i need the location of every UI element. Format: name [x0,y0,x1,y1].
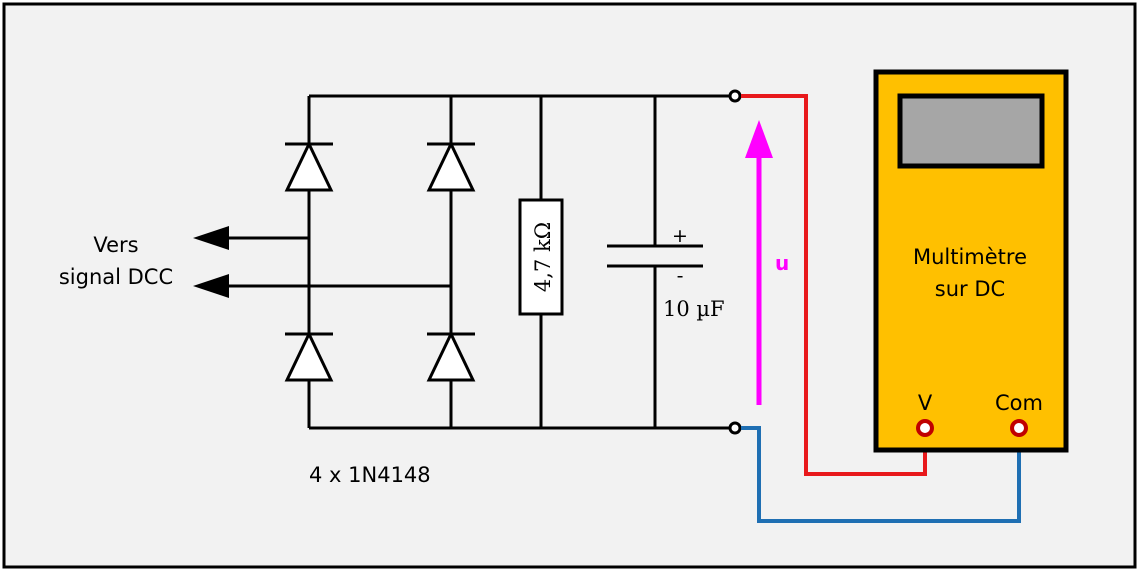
capacitor-minus-label: - [677,265,684,287]
terminal-com-jack[interactable] [1010,419,1028,437]
multimeter-screen [897,93,1045,169]
diode-symbol-icon [426,330,476,382]
diode-symbol-icon [284,140,334,192]
capacitor-symbol-icon [607,244,703,268]
multimeter-label-line-1: Multimètre [913,245,1027,269]
terminal-v-label: V [918,391,933,415]
diodes-label: 4 x 1N4148 [309,463,431,487]
negative-test-lead [741,426,1021,523]
capacitor-plus-label: + [672,225,688,247]
diode-symbol-icon [426,140,476,192]
resistor-label: 4,7 kΩ [531,222,555,292]
voltage-label: u [775,251,789,275]
input-label-line-2: signal DCC [59,265,173,289]
multimeter-label-line-2: sur DC [935,277,1005,301]
terminal-com-label: Com [995,391,1043,415]
circuit-wires [226,94,735,430]
up-arrow-icon [745,120,773,158]
output-terminal-bottom[interactable] [728,421,742,435]
resistor-symbol-icon [518,198,564,316]
terminal-v-jack[interactable] [916,419,934,437]
left-arrow-icon [193,274,229,298]
diode-symbol-icon [284,330,334,382]
left-arrow-icon [193,226,229,250]
positive-test-lead [741,94,927,476]
output-terminal-top[interactable] [728,89,742,103]
input-label-line-1: Vers [93,233,138,257]
capacitor-value-label: 10 µF [663,297,725,321]
